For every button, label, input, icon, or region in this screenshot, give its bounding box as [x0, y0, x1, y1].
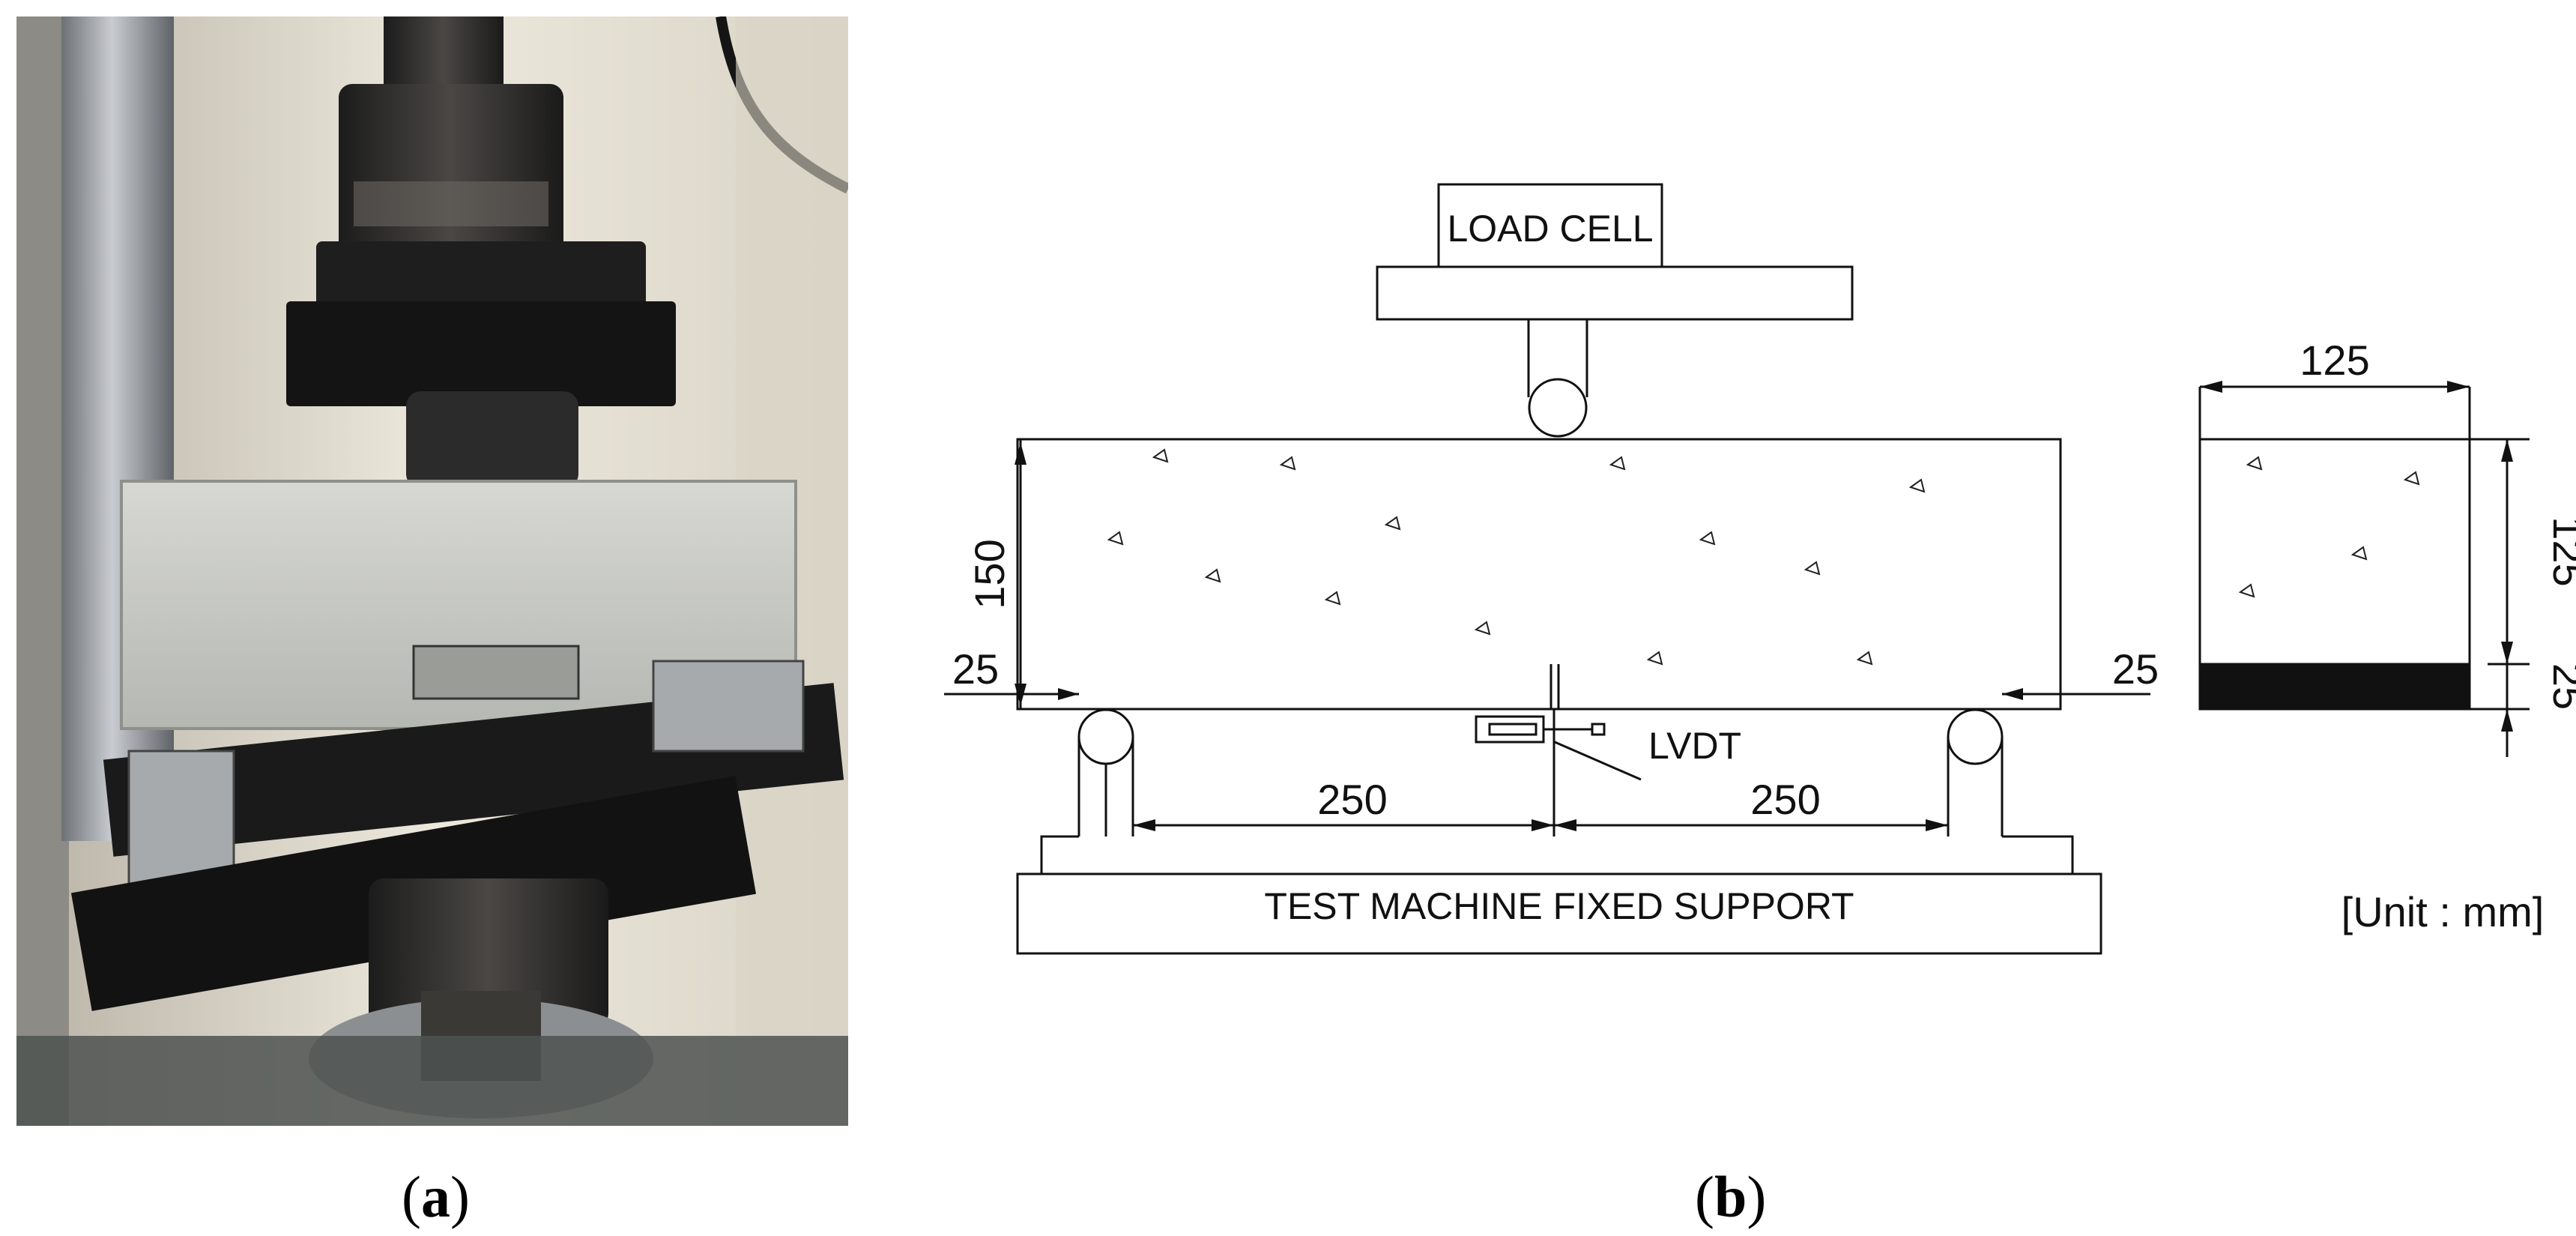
loading-fixture: [286, 301, 676, 406]
unit-label: [Unit : mm]: [2341, 888, 2545, 935]
loading-roller: [406, 391, 578, 489]
load-cell-box: [1437, 183, 1663, 268]
dim-span-right-label: 250: [1750, 776, 1820, 823]
load-roller: [1528, 378, 1588, 438]
panel-label-a: (a): [402, 1164, 470, 1229]
aggregate-pattern: [1107, 448, 2420, 666]
notch-band: [2198, 663, 2471, 711]
load-cell-label: LOAD CELL: [1447, 208, 1653, 250]
left-support-roller: [1077, 708, 1134, 765]
right-support: [652, 660, 805, 753]
dim-height-label: 150: [966, 539, 1013, 609]
left-frame: [16, 16, 69, 1126]
right-support-roller: [1947, 708, 2004, 765]
lvdt-holder: [412, 645, 580, 700]
left-support: [127, 750, 235, 887]
beam-elevation: [1016, 438, 2062, 711]
support-label: TEST MACHINE FIXED SUPPORT: [1264, 885, 1854, 927]
panel-label-b: (b): [1695, 1164, 1767, 1229]
test-schematic: LOAD CELL LVDT TEST MACHINE FIXED SUPPOR…: [862, 0, 2576, 1232]
lvdt-body: [1475, 715, 1545, 744]
photo-illustration: [16, 16, 848, 1126]
dim-left-offset-label: 25: [952, 645, 999, 693]
dim-right-offset-label: 25: [2112, 645, 2159, 693]
load-cell-plate: [1376, 265, 1854, 321]
lvdt-core: [1488, 723, 1538, 736]
dim-section-height-label: 125: [2545, 516, 2576, 586]
floor-table: [16, 1036, 848, 1126]
schematic-svg: LOAD CELL LVDT TEST MACHINE FIXED SUPPOR…: [944, 183, 2576, 955]
test-setup-photo: [16, 16, 848, 1126]
machine-base: [1016, 872, 2102, 955]
lvdt-label: LVDT: [1648, 725, 1741, 767]
lvdt-leader: [1554, 741, 1642, 781]
dim-section-width-label: 125: [2300, 337, 2369, 384]
dim-span-left-label: 250: [1317, 776, 1387, 823]
support-rail: [1040, 835, 2074, 875]
upper-platen: [316, 241, 646, 309]
actuator-head: [339, 84, 563, 256]
dim-notch-depth-label: 25: [2545, 663, 2576, 710]
